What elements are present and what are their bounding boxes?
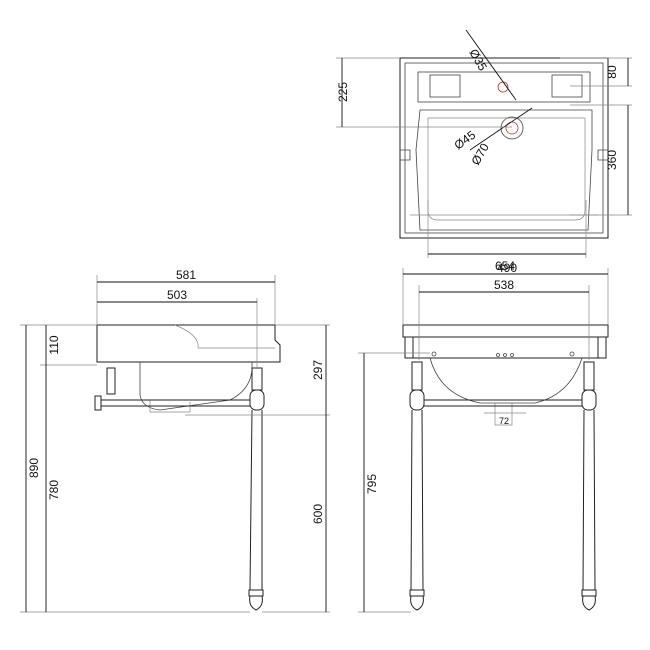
- front-left-leg-upper: [411, 361, 423, 391]
- front-tap-hole-2: [503, 353, 507, 357]
- side-leg-collar: [248, 589, 264, 597]
- front-right-leg-foot: [582, 595, 596, 611]
- side-label-600: 600: [311, 504, 325, 524]
- plan-side-step-right: [597, 149, 608, 161]
- side-leg-knuckle: [249, 389, 265, 411]
- plan-bowl-outline: [415, 109, 593, 231]
- front-apron-left-block: [404, 336, 414, 359]
- front-apron-right-block: [597, 336, 607, 359]
- plan-back-ledge: [417, 71, 591, 103]
- plan-tap-leader: [465, 29, 517, 101]
- plan-ledge-pocket-left: [429, 74, 461, 98]
- plan-bowl-basin: [427, 117, 586, 221]
- side-bowl-lip: [174, 324, 275, 349]
- side-label-780: 780: [47, 480, 61, 500]
- front-left-leg-knuckle: [409, 389, 425, 411]
- front-view: 654 538 795 72: [358, 259, 609, 613]
- plan-label-360: 360: [605, 150, 619, 170]
- side-leg-upper: [251, 367, 263, 391]
- front-top-slab: [402, 324, 609, 338]
- front-label-654: 654: [495, 259, 515, 273]
- side-bowl-underside: [139, 362, 253, 411]
- side-basin-top: [96, 324, 281, 363]
- front-waste: [494, 403, 513, 426]
- plan-label-80: 80: [605, 65, 619, 79]
- plan-outer-outline: [399, 57, 609, 239]
- plan-label-225: 225: [336, 82, 350, 102]
- plan-view: Ø35 80 225 Ø45 Ø70 360 490: [336, 29, 632, 275]
- plan-waste-leader: [469, 107, 533, 151]
- side-label-581: 581: [176, 268, 196, 282]
- front-label-538: 538: [494, 278, 514, 292]
- front-right-leg-upper: [583, 361, 595, 391]
- front-left-leg-collar: [409, 589, 425, 597]
- front-overflow-hole-right: [569, 351, 575, 357]
- front-right-leg-collar: [581, 589, 597, 597]
- side-label-297: 297: [311, 360, 325, 380]
- side-leg-foot: [249, 595, 263, 611]
- side-rail-end-cap: [94, 395, 102, 411]
- side-label-503: 503: [167, 288, 187, 302]
- front-left-leg-foot: [410, 595, 424, 611]
- front-overflow-hole-left: [431, 351, 437, 357]
- side-label-890: 890: [27, 458, 41, 478]
- plan-inner-rim: [404, 62, 604, 234]
- plan-waste-outer: [500, 116, 524, 140]
- side-label-110: 110: [47, 335, 61, 354]
- front-right-leg-shaft: [582, 409, 596, 591]
- front-label-795: 795: [365, 474, 379, 494]
- plan-label-tap-diameter: Ø35: [466, 47, 490, 74]
- front-apron: [403, 336, 608, 359]
- front-tap-hole-3: [510, 353, 514, 357]
- front-tap-hole-1: [496, 353, 500, 357]
- plan-side-step-left: [400, 149, 411, 161]
- front-bowl-underside: [429, 357, 583, 404]
- plan-label-waste-large: Ø70: [468, 141, 492, 168]
- side-leg-shaft: [249, 409, 263, 591]
- front-right-leg-knuckle: [581, 389, 597, 411]
- plan-label-490: 490: [497, 261, 517, 275]
- front-label-waste: 72: [499, 416, 509, 426]
- plan-waste-inner: [505, 121, 519, 135]
- front-left-leg-shaft: [410, 409, 424, 591]
- side-view: 581 503 110 890 780 297 600: [20, 268, 330, 613]
- side-rear-bracket: [106, 367, 116, 395]
